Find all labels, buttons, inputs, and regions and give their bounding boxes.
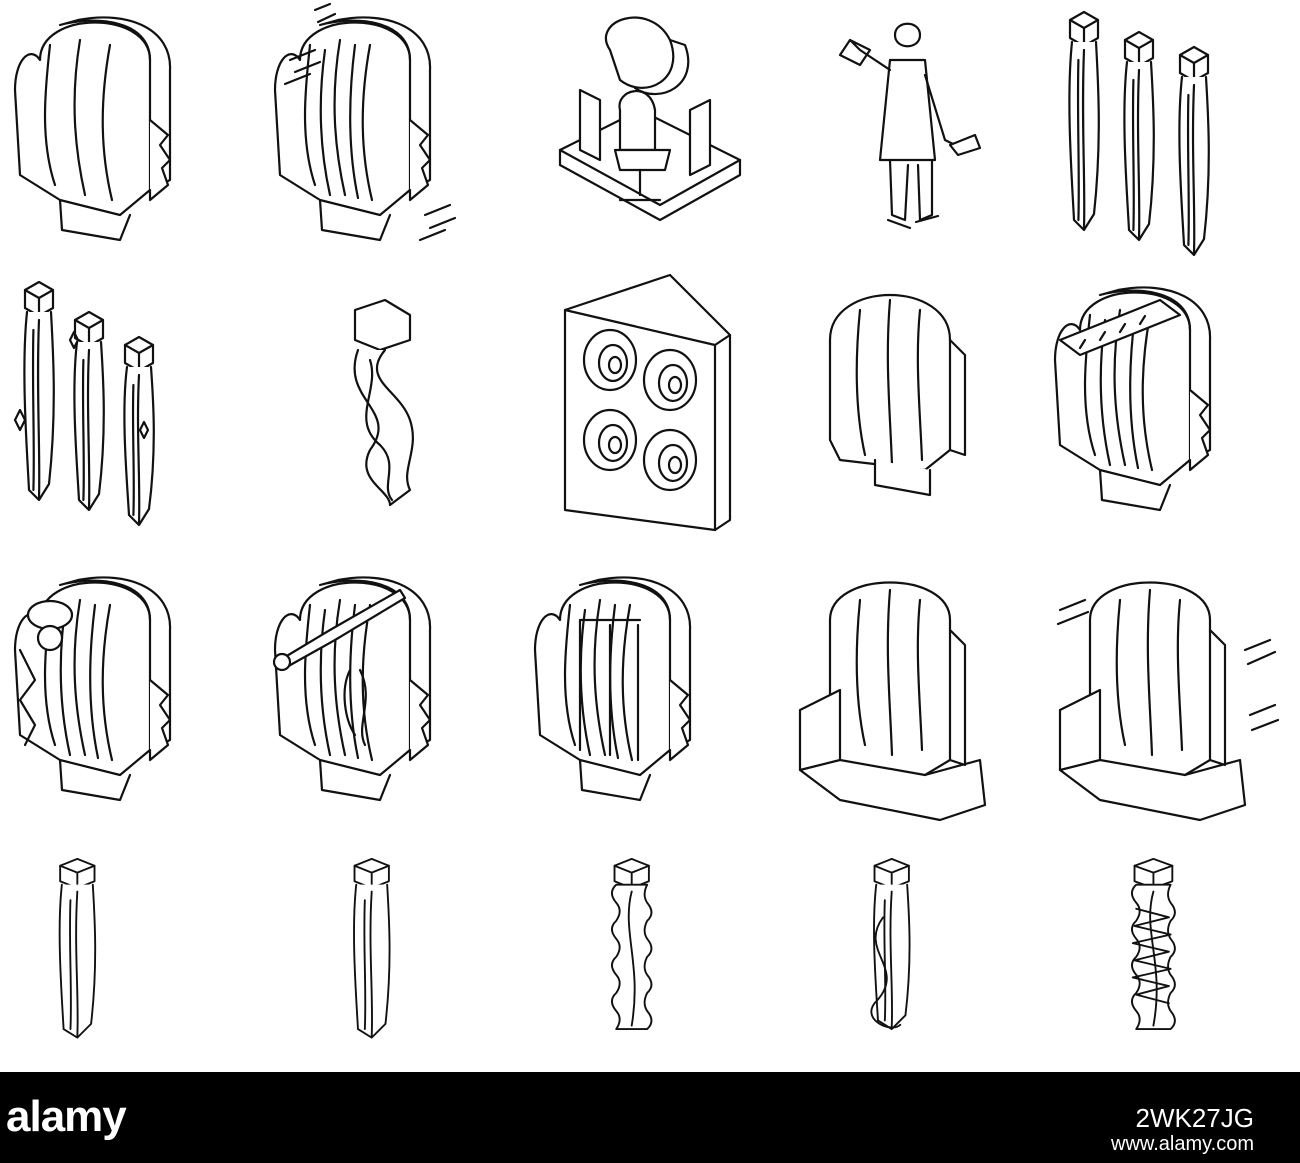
wavy-strand-icon — [611, 857, 653, 1030]
footer-url: www.alamy.com — [1111, 1133, 1254, 1155]
hair-cut-motion-icon — [273, 2, 457, 242]
hair-curl-samples-board-icon — [563, 273, 732, 532]
hair-with-bow-icon — [13, 576, 172, 802]
hair-extension-strands-icon — [1068, 10, 1210, 257]
hair-extension-sparkle-icon — [13, 280, 155, 527]
tight-curl-strand-icon — [1131, 857, 1176, 1030]
icon-sheet-svg — [13, 2, 1280, 1039]
image-id: 2WK27JG — [1135, 1103, 1255, 1133]
alamy-logo: alamy — [6, 1092, 127, 1141]
hair-with-clip-comb-icon — [1053, 286, 1212, 512]
straight-strand-icon — [353, 857, 391, 1039]
hair-curling-iron-icon — [272, 576, 432, 802]
long-hair-back-shoulders-icon — [798, 581, 987, 822]
hair-shine-back-icon — [1056, 581, 1280, 822]
hair-side-profile-icon — [13, 16, 172, 242]
straight-hair-profile-icon — [533, 576, 692, 802]
footer-bar: alamy 2WK27JG www.alamy.com — [0, 1072, 1300, 1163]
twisted-hair-strand-icon — [353, 298, 414, 507]
loose-curl-strand-icon — [870, 857, 911, 1030]
straight-wavy-strand-icon — [58, 857, 97, 1039]
salon-chair-mirror-icon — [558, 16, 742, 222]
icon-sheet — [13, 2, 1280, 1039]
hairdresser-woman-icon — [838, 22, 982, 230]
hair-back-bob-icon — [828, 293, 967, 497]
